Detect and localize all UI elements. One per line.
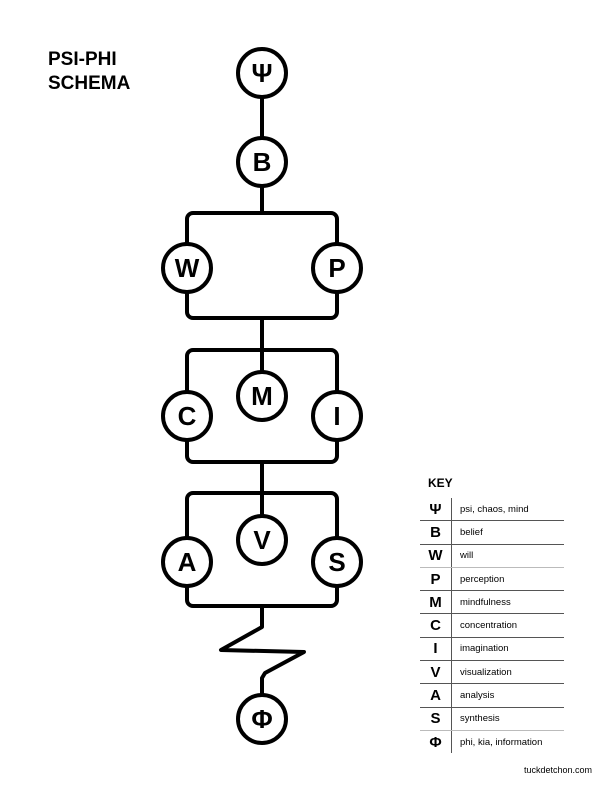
node-label: I (333, 401, 340, 431)
key-meaning: imagination (460, 643, 509, 655)
key-symbol: I (420, 637, 452, 661)
node-i: I (311, 390, 363, 442)
footer-credit: tuckdetchon.com (523, 765, 592, 775)
page-title: PSI-PHI SCHEMA (48, 48, 130, 96)
key-meaning: visualization (460, 666, 512, 678)
key-meaning: phi, kia, information (460, 736, 543, 748)
title-line-1: PSI-PHI (48, 49, 117, 70)
key-symbol: W (420, 544, 452, 567)
node-label: W (175, 253, 200, 283)
node-circle (161, 242, 213, 294)
node-label: S (328, 547, 345, 577)
node-label: B (253, 147, 272, 177)
key-symbol: P (420, 567, 452, 591)
key-meaning: perception (460, 573, 505, 585)
key-meaning: psi, chaos, mind (460, 503, 529, 515)
key-symbol: S (420, 707, 452, 730)
node-circle (311, 242, 363, 294)
key-meaning: mindfulness (460, 596, 511, 608)
node-circle (236, 136, 288, 188)
node-circle (236, 47, 288, 99)
node-b: B (236, 136, 288, 188)
node-label: C (178, 401, 197, 431)
title-line-2: SCHEMA (48, 73, 131, 94)
node-label: Ψ (251, 58, 272, 88)
node-m: M (236, 370, 288, 422)
node-circle (236, 693, 288, 745)
node-circle (311, 390, 363, 442)
node-phi: Φ (236, 693, 288, 745)
node-p: P (311, 242, 363, 294)
key-meaning: concentration (460, 620, 518, 632)
node-circle (311, 536, 363, 588)
key-symbol: A (420, 684, 452, 707)
node-label: V (253, 525, 271, 555)
node-circle (236, 514, 288, 566)
key-symbol: M (420, 591, 452, 614)
key-symbol: C (420, 614, 452, 637)
node-c: C (161, 390, 213, 442)
node-label: P (328, 253, 345, 283)
node-v: V (236, 514, 288, 566)
node-s: S (311, 536, 363, 588)
key-symbol: Ψ (420, 498, 452, 521)
key-title: KEY (428, 476, 453, 490)
node-circle (161, 390, 213, 442)
key-meaning: will (460, 550, 474, 562)
node-circle (161, 536, 213, 588)
zigzag-line (219, 604, 306, 721)
node-psi: Ψ (236, 47, 288, 99)
key-symbol: Φ (420, 730, 452, 754)
node-w: W (161, 242, 213, 294)
node-a: A (161, 536, 213, 588)
node-label: A (178, 547, 197, 577)
node-circle (236, 370, 288, 422)
node-label: Φ (251, 704, 272, 734)
key-meaning: synthesis (460, 713, 500, 725)
key-symbol: B (420, 521, 452, 544)
key-meaning: belief (460, 526, 483, 538)
key-symbol: V (420, 661, 452, 684)
node-label: M (251, 381, 273, 411)
key-meaning: analysis (460, 690, 495, 702)
